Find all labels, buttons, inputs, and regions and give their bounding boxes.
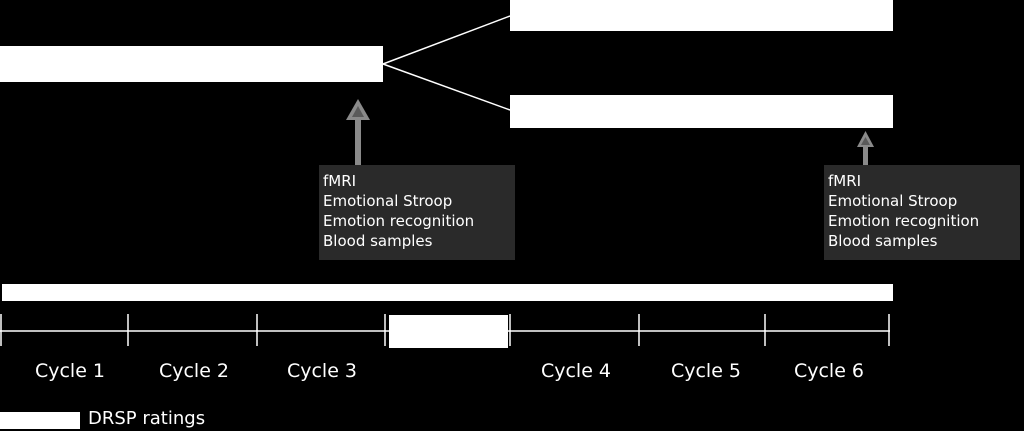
cycle-label: Cycle 3	[286, 360, 358, 382]
up-arrow-icon	[346, 99, 370, 165]
branch-upper-bar	[510, 0, 893, 31]
legend-label: DRSP ratings	[88, 408, 206, 429]
assessment-box-2: fMRI Emotional Stroop Emotion recognitio…	[824, 165, 1020, 260]
assessment-item: Blood samples	[828, 232, 938, 250]
assessment-item: Blood samples	[323, 232, 433, 250]
assessment-box-1: fMRI Emotional Stroop Emotion recognitio…	[319, 165, 515, 260]
interval-block	[389, 315, 508, 348]
assessment-item: Emotion recognition	[323, 212, 475, 230]
cycle-label: Cycle 1	[34, 360, 106, 382]
assessment-item: Emotional Stroop	[323, 192, 453, 210]
cycle-label: Cycle 6	[793, 360, 865, 382]
drsp-ratings-bar	[2, 284, 893, 301]
baseline-phase-bar	[0, 46, 383, 82]
assessment-item: fMRI	[323, 172, 357, 190]
assessment-item: fMRI	[828, 172, 862, 190]
cycle-label: Cycle 5	[670, 360, 742, 382]
timeline-ticks	[0, 314, 890, 346]
assessment-item: Emotion recognition	[828, 212, 980, 230]
legend-swatch	[0, 412, 80, 429]
cycle-label: Cycle 2	[158, 360, 230, 382]
up-arrow-icon	[857, 131, 874, 165]
cycle-label: Cycle 4	[540, 360, 612, 382]
branch-lower-bar	[510, 95, 893, 128]
assessment-item: Emotional Stroop	[828, 192, 958, 210]
